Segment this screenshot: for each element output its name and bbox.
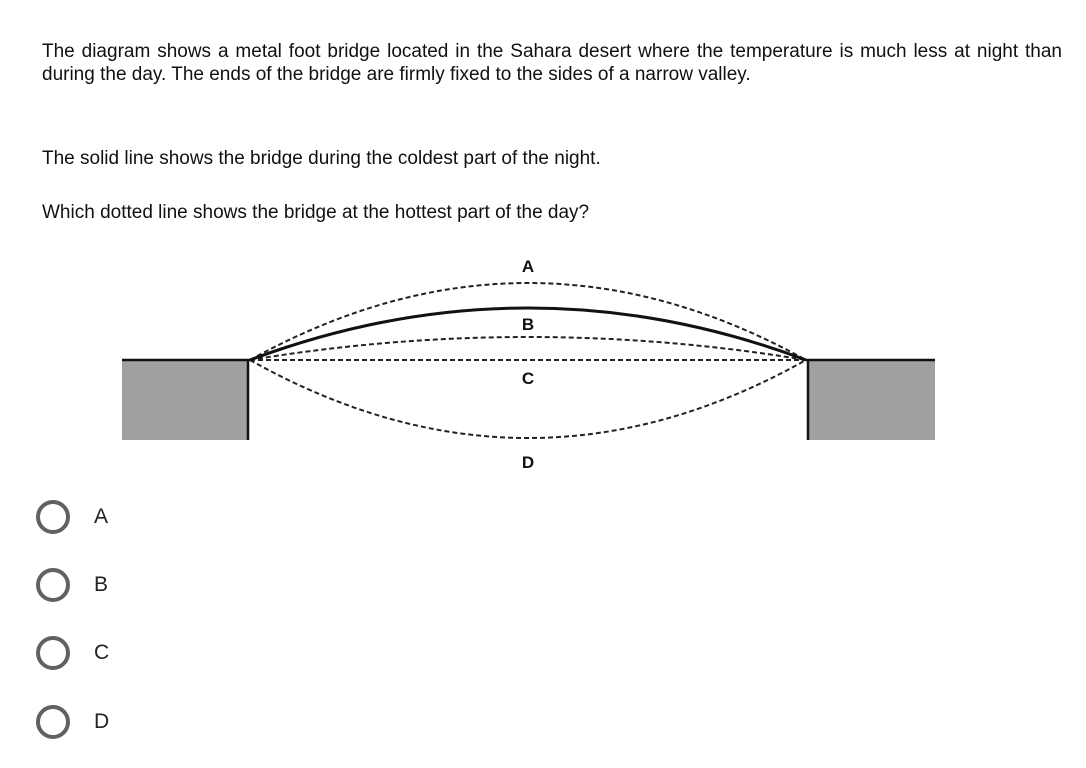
dotted-line-a <box>249 282 807 361</box>
bridge-diagram: A B C D <box>122 257 935 472</box>
option-a[interactable]: A <box>36 499 108 535</box>
radio-button[interactable] <box>36 636 70 670</box>
option-label: D <box>94 710 110 733</box>
option-label: A <box>94 505 109 528</box>
radio-button[interactable] <box>36 500 70 534</box>
right-valley-side <box>808 360 935 440</box>
label-b: B <box>522 315 534 334</box>
solid-bridge-line <box>249 306 807 362</box>
label-a: A <box>522 257 534 276</box>
option-d[interactable]: D <box>36 704 109 740</box>
option-label: C <box>94 641 110 664</box>
radio-button[interactable] <box>36 705 70 739</box>
dotted-line-b <box>249 336 807 361</box>
question-text: The diagram shows a metal foot bridge lo… <box>42 41 1062 85</box>
left-valley-side <box>122 360 248 440</box>
dotted-line-d <box>249 359 807 439</box>
question-note: The solid line shows the bridge during t… <box>42 148 601 169</box>
label-d: D <box>522 453 534 472</box>
option-b[interactable]: B <box>36 567 108 603</box>
radio-button[interactable] <box>36 568 70 602</box>
option-c[interactable]: C <box>36 635 109 671</box>
label-c: C <box>522 369 534 388</box>
option-label: B <box>94 573 109 596</box>
question-prompt: Which dotted line shows the bridge at th… <box>42 202 590 223</box>
